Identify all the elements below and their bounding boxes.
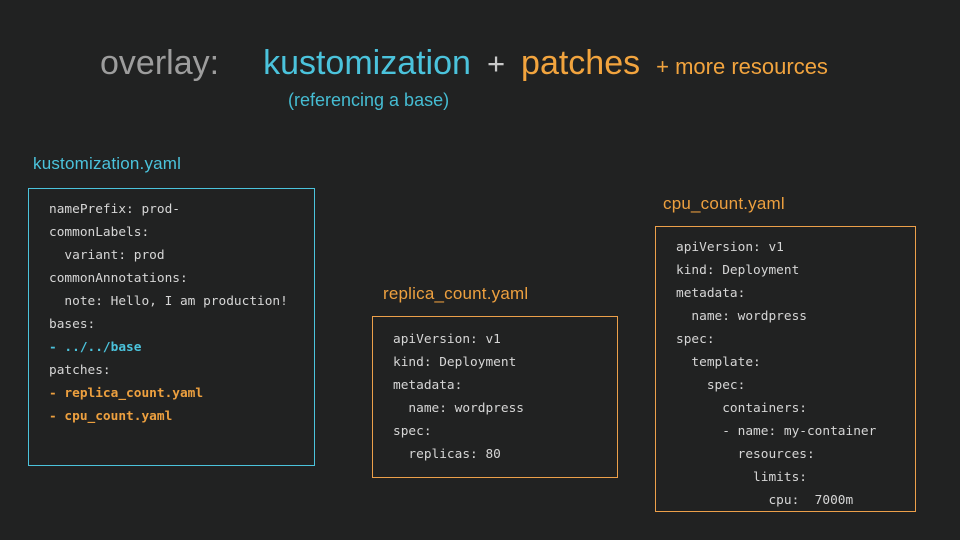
patches-word: patches — [521, 44, 641, 82]
code-line: containers: — [676, 401, 807, 416]
code-line: commonLabels: — [49, 225, 150, 240]
overlay-label: overlay: — [100, 44, 220, 82]
code-line: variant: prod — [49, 248, 165, 263]
code-line: metadata: — [676, 286, 746, 301]
code-line: apiVersion: v1 — [393, 332, 501, 347]
code-line: limits: — [676, 470, 807, 485]
code-line: metadata: — [393, 378, 463, 393]
kustomization-word: kustomization — [263, 44, 471, 82]
code-line: - replica_count.yaml — [49, 386, 204, 401]
cpu-count-yaml-label: cpu_count.yaml — [663, 194, 785, 213]
code-line: cpu: 7000m — [676, 493, 854, 508]
more-resources-label: + more resources — [656, 54, 828, 79]
code-line: kind: Deployment — [676, 263, 800, 278]
code-line: note: Hello, I am production! — [49, 294, 288, 309]
kustomization-yaml-label: kustomization.yaml — [33, 154, 182, 173]
replica-count-yaml-label: replica_count.yaml — [383, 284, 529, 303]
code-line: name: wordpress — [393, 401, 524, 416]
code-line: spec: — [393, 424, 432, 439]
code-line: commonAnnotations: — [49, 271, 188, 286]
code-line: bases: — [49, 317, 96, 332]
code-line: apiVersion: v1 — [676, 240, 784, 255]
code-line: - ../../base — [49, 340, 142, 355]
code-line: spec: — [676, 332, 715, 347]
code-line: - cpu_count.yaml — [49, 409, 173, 424]
code-line: kind: Deployment — [393, 355, 517, 370]
plus-sign: + — [486, 46, 506, 81]
slide-title: overlay: kustomization + patches + more … — [100, 44, 828, 83]
subtitle-referencing-a-base: (referencing a base) — [288, 90, 450, 110]
code-line: name: wordpress — [676, 309, 807, 324]
code-line: namePrefix: prod- — [49, 202, 180, 217]
kustomization-yaml-code-box: namePrefix: prod-commonLabels: variant: … — [28, 188, 315, 466]
code-line: resources: — [676, 447, 815, 462]
code-line: spec: — [676, 378, 746, 393]
code-line: patches: — [49, 363, 111, 378]
code-line: replicas: 80 — [393, 447, 501, 462]
code-line: template: — [676, 355, 761, 370]
code-line: - name: my-container — [676, 424, 877, 439]
